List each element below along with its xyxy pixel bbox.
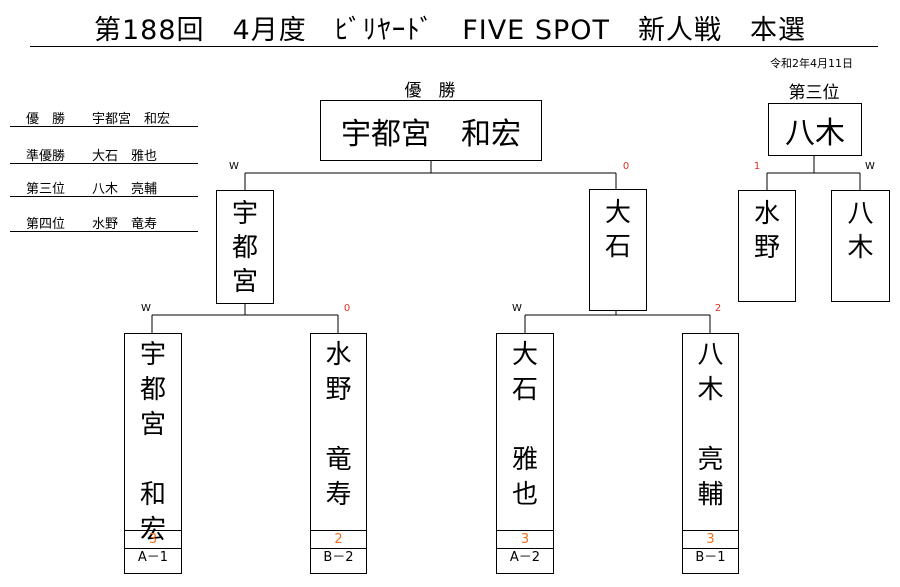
- player-box-a2: 大 石 雅 也 3 A－2: [496, 333, 554, 574]
- result-name: 大石 雅也: [92, 149, 158, 164]
- result-role: 優 勝: [26, 112, 66, 127]
- name-char: 寿: [325, 480, 352, 510]
- name-char: 宮: [139, 410, 166, 440]
- third-place-label: 第三位: [788, 83, 840, 103]
- finalist-box: 宇 都 宮: [216, 190, 274, 304]
- player-seed: B－1: [683, 548, 738, 567]
- match-mark: W: [141, 303, 151, 314]
- match-mark: W: [512, 303, 522, 314]
- name-char: 都: [139, 375, 166, 405]
- name-char: 水: [753, 199, 780, 229]
- third-place-player-box: 八 木: [831, 190, 890, 302]
- result-name: 水野 竜寿: [92, 217, 158, 232]
- player-name: 八 木 亮 輔: [683, 338, 738, 513]
- name-char: 也: [511, 480, 538, 510]
- result-row-fourth: 第四位 水野 竜寿: [10, 211, 198, 232]
- name-char: 亮: [697, 445, 724, 475]
- result-row-first: 優 勝 宇都宮 和宏: [10, 106, 198, 127]
- player-score: 3: [683, 530, 738, 548]
- result-name: 八木 亮輔: [92, 182, 158, 197]
- name-char: 大: [511, 340, 538, 370]
- title-underline: [30, 46, 878, 47]
- match-mark: 1: [753, 161, 761, 172]
- name-char: 木: [847, 233, 874, 263]
- name-char: 竜: [325, 445, 352, 475]
- player-seed: A－1: [125, 548, 181, 567]
- name-char: 水: [325, 340, 352, 370]
- name-char: 石: [604, 232, 631, 262]
- player-box-a1: 宇 都 宮 和 宏 3 A－1: [124, 333, 182, 574]
- name-char: 宮: [231, 267, 258, 297]
- event-date: 令和2年4月11日: [770, 57, 853, 70]
- match-mark: W: [865, 161, 875, 172]
- player-box-b1: 八 木 亮 輔 3 B－1: [682, 333, 739, 574]
- player-score: 2: [311, 530, 366, 548]
- player-seed: B－2: [311, 548, 366, 567]
- name-char: 宇: [139, 340, 166, 370]
- name-char: 野: [325, 375, 352, 405]
- result-row-second: 準優勝 大石 雅也: [10, 143, 198, 164]
- name-char: 雅: [511, 445, 538, 475]
- result-role: 第四位: [26, 217, 66, 232]
- player-name: 大 石 雅 也: [497, 338, 553, 513]
- result-role: 第三位: [26, 182, 66, 197]
- page-title: 第188回 4月度 ﾋﾞﾘﾔｰﾄﾞ FIVE SPOT 新人戦 本選: [94, 15, 806, 46]
- name-char: 野: [753, 233, 780, 263]
- name-char: 石: [511, 375, 538, 405]
- name-char: 宇: [231, 199, 258, 229]
- champion-box: 宇都宮 和宏: [320, 100, 542, 161]
- name-char: 八: [697, 340, 724, 370]
- player-seed: A－2: [497, 548, 553, 567]
- third-place-player-box: 水 野: [738, 190, 796, 302]
- name-char: 都: [231, 233, 258, 263]
- result-role: 準優勝: [26, 149, 66, 164]
- player-score: 3: [125, 530, 181, 548]
- name-char: 大: [604, 198, 631, 228]
- finalist-box: 大 石: [589, 189, 647, 311]
- match-mark: 2: [714, 303, 722, 314]
- name-char: 木: [697, 375, 724, 405]
- result-row-third: 第三位 八木 亮輔: [10, 176, 198, 197]
- player-box-b2: 水 野 竜 寿 2 B－2: [310, 333, 367, 574]
- player-name: 水 野 竜 寿: [311, 338, 366, 513]
- third-place-winner-box: 八木: [768, 103, 862, 156]
- result-name: 宇都宮 和宏: [92, 112, 171, 127]
- player-name: 宇 都 宮 和 宏: [125, 338, 181, 548]
- champion-label: 優 勝: [404, 81, 456, 101]
- name-char: 八: [847, 199, 874, 229]
- match-mark: W: [229, 161, 239, 172]
- match-mark: 0: [622, 161, 630, 172]
- name-char: 輔: [697, 480, 724, 510]
- match-mark: 0: [343, 303, 351, 314]
- name-char: 和: [139, 480, 166, 510]
- player-score: 3: [497, 530, 553, 548]
